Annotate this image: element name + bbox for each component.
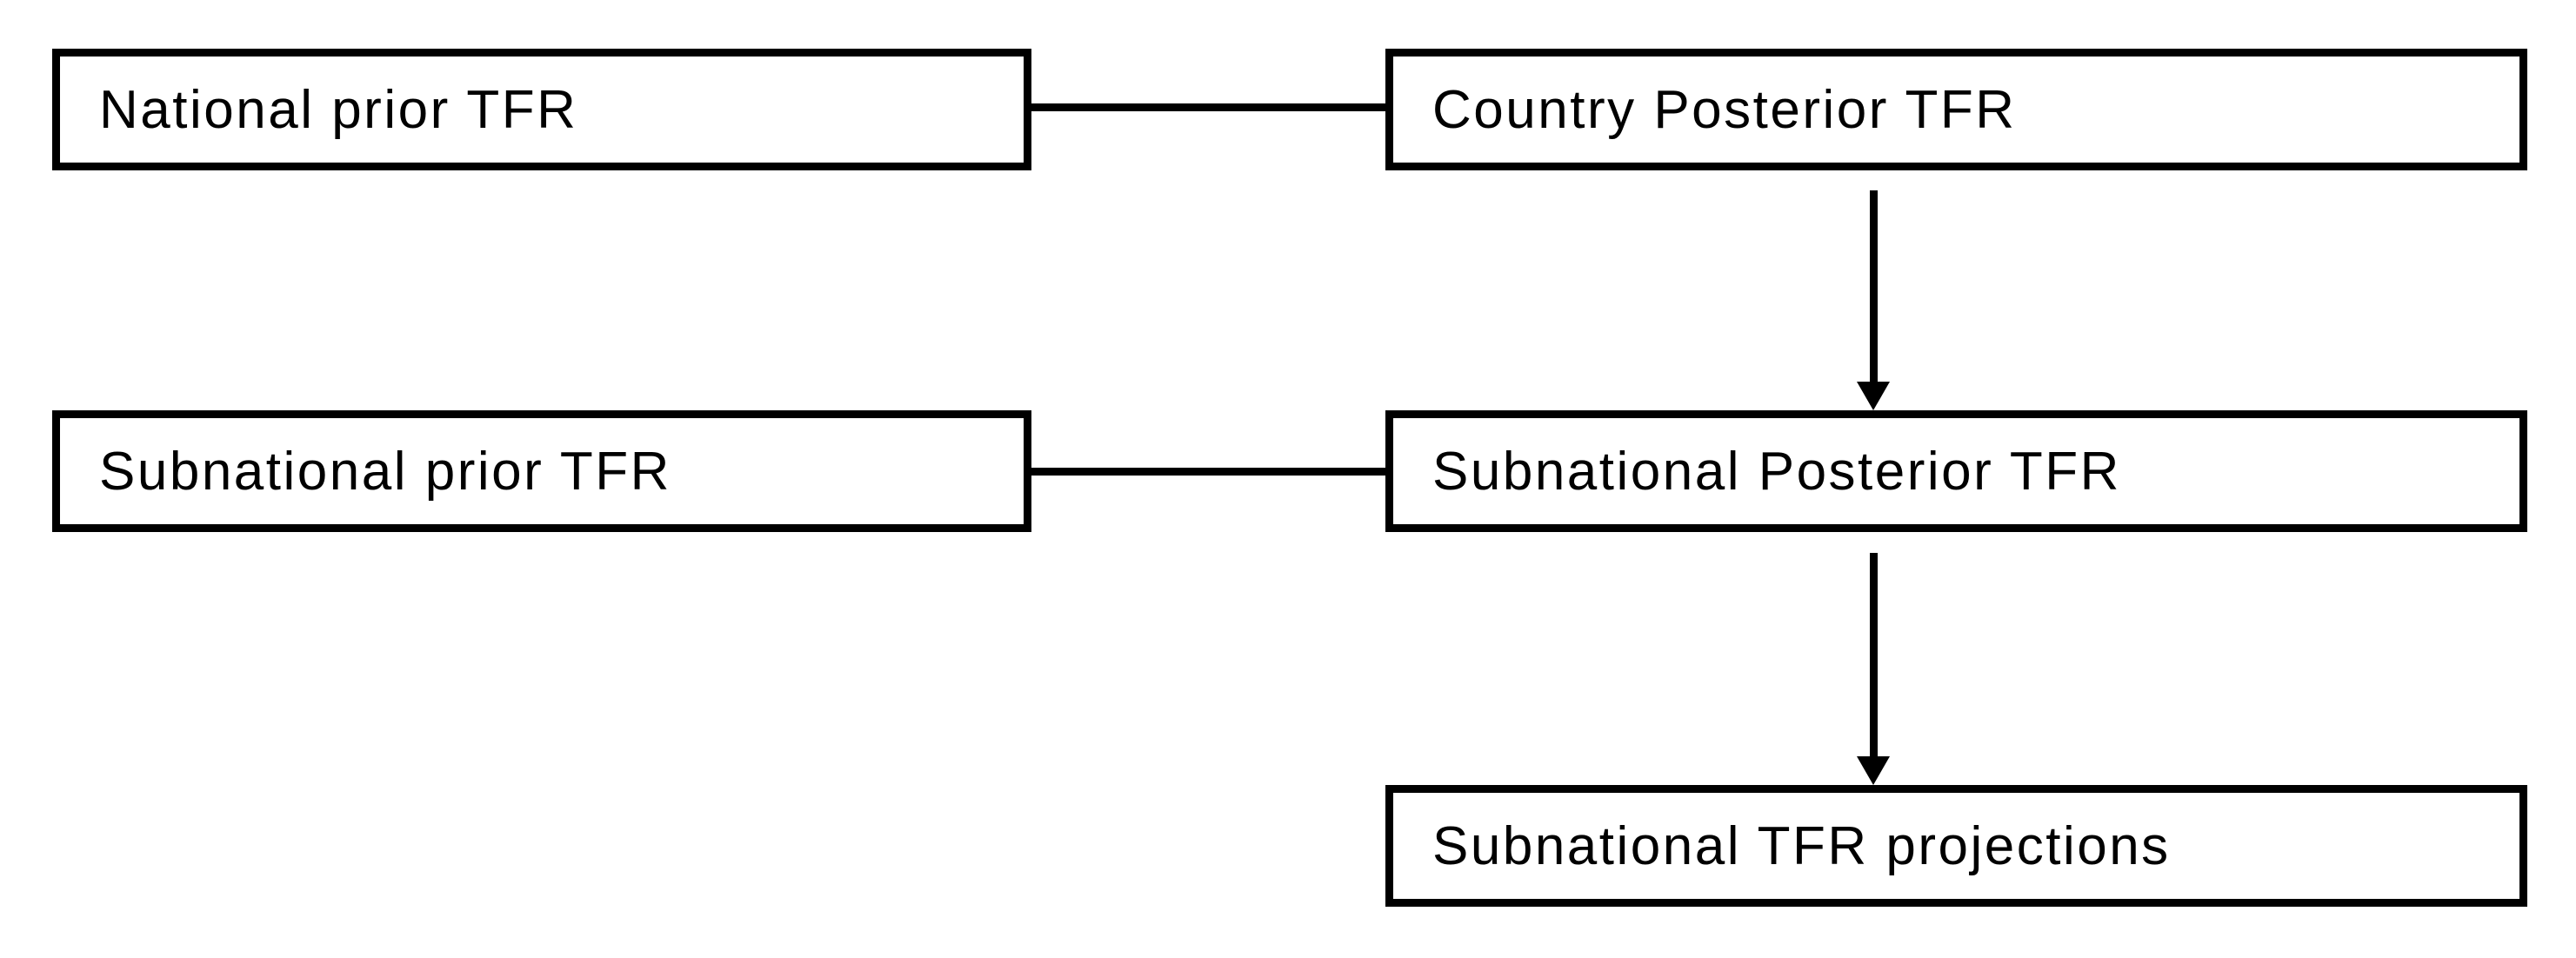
node-country-posterior-tfr: Country Posterior TFR (1385, 49, 2527, 170)
arrowhead-down-icon (1857, 382, 1890, 410)
node-label-subnational-tfr-projections: Subnational TFR projections (1432, 815, 2171, 876)
node-subnational-tfr-projections: Subnational TFR projections (1385, 785, 2527, 907)
connector-line-country-to-subnational (1870, 190, 1878, 383)
node-label-national-prior-tfr: National prior TFR (99, 79, 578, 140)
connector-line-national-to-country (1031, 103, 1385, 111)
node-subnational-prior-tfr: Subnational prior TFR (52, 410, 1031, 532)
node-subnational-posterior-tfr: Subnational Posterior TFR (1385, 410, 2527, 532)
connector-line-subnational-prior-to-posterior (1031, 468, 1385, 476)
arrowhead-down-icon (1857, 756, 1890, 785)
node-label-subnational-posterior-tfr: Subnational Posterior TFR (1432, 441, 2121, 502)
connector-line-posterior-to-projections (1870, 553, 1878, 758)
node-label-country-posterior-tfr: Country Posterior TFR (1432, 79, 2017, 140)
node-label-subnational-prior-tfr: Subnational prior TFR (99, 441, 671, 502)
node-national-prior-tfr: National prior TFR (52, 49, 1031, 170)
